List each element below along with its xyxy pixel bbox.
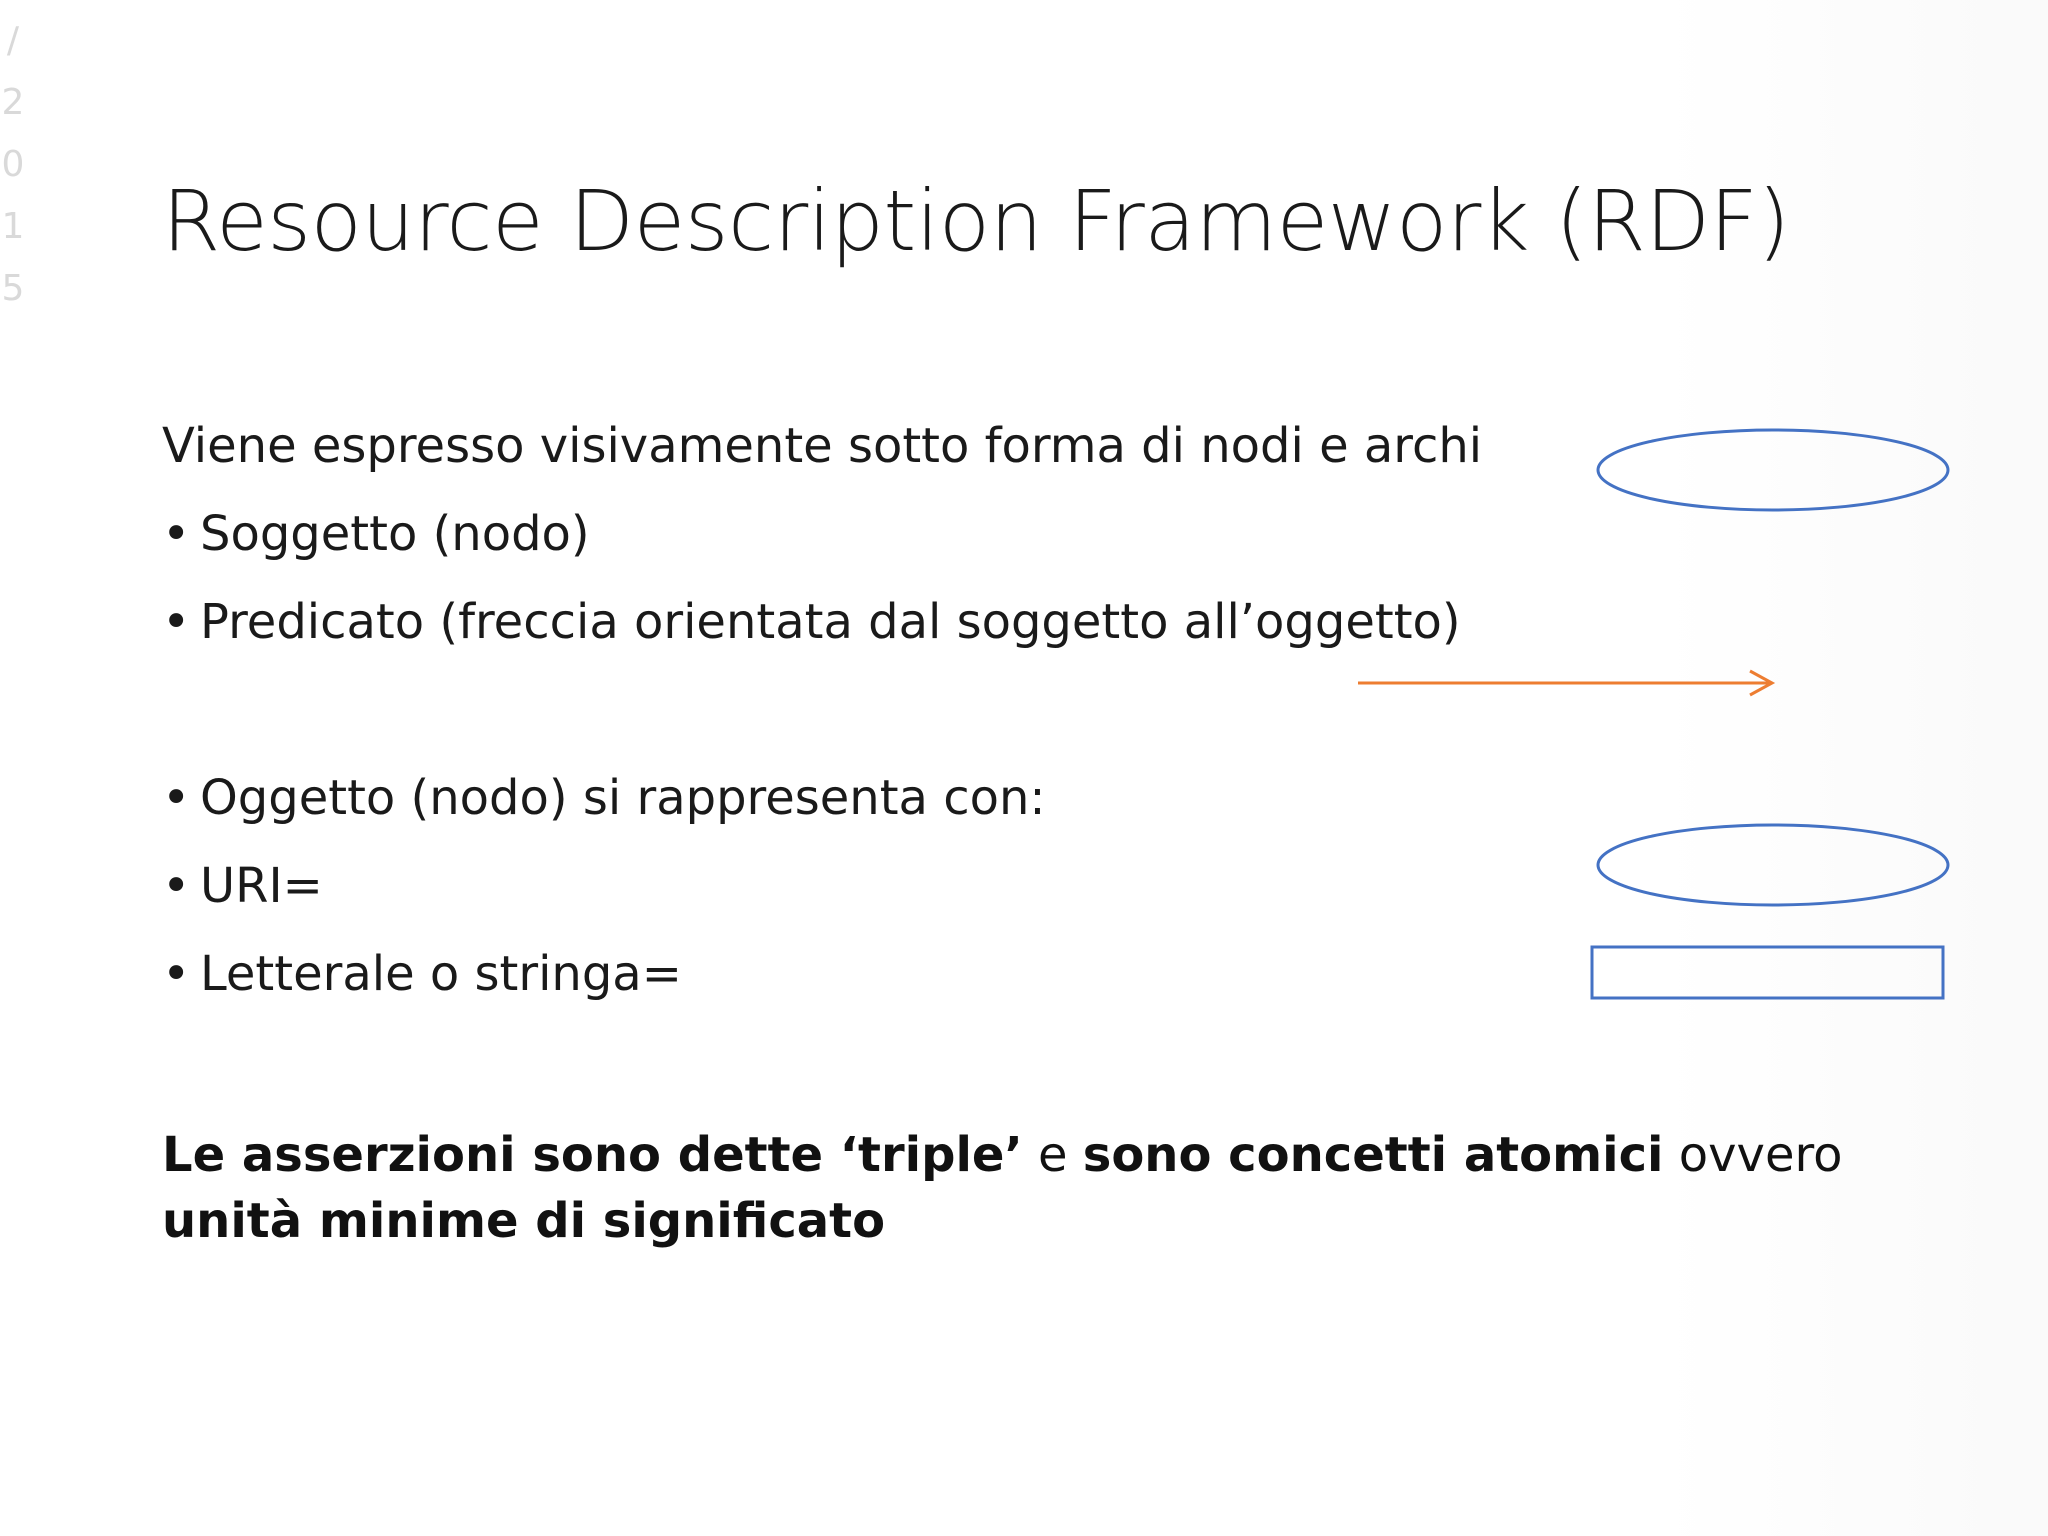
vertical-date-char: 2 <box>1 82 25 123</box>
conclusion-normal-1: e <box>1022 1127 1083 1183</box>
bullet-dot: • <box>162 858 191 914</box>
conclusion-bold-3: unità minime di significato <box>162 1193 886 1249</box>
bullet-text: Letterale o stringa= <box>200 946 682 1002</box>
vertical-date-label: / 2 0 1 5 <box>0 10 26 320</box>
bullet-item-uri: •URI= <box>162 858 323 914</box>
bullet-text: URI= <box>200 858 323 914</box>
predicate-arrow-head <box>1749 669 1776 697</box>
subject-node-ellipse <box>1596 428 1950 512</box>
vertical-date-char: 0 <box>1 144 25 185</box>
bullet-dot: • <box>162 594 191 650</box>
bullet-text: Soggetto (nodo) <box>200 506 590 562</box>
bullet-dot: • <box>162 506 191 562</box>
bullet-dot: • <box>162 946 191 1002</box>
bullet-text: Oggetto (nodo) si rappresenta con: <box>200 770 1046 826</box>
vertical-date-char: 1 <box>1 206 25 247</box>
literal-node-rectangle <box>1590 945 1945 1000</box>
bullet-item-predicate: •Predicato (freccia orientata dal sogget… <box>162 594 1461 650</box>
vertical-date-char: 5 <box>1 268 25 309</box>
bullet-text: Predicato (freccia orientata dal soggett… <box>200 594 1461 650</box>
bullet-item-object: •Oggetto (nodo) si rappresenta con: <box>162 770 1046 826</box>
bullet-item-subject: •Soggetto (nodo) <box>162 506 590 562</box>
uri-node-ellipse <box>1596 823 1950 907</box>
slide-title: Resource Description Framework (RDF) <box>162 172 1790 270</box>
intro-text: Viene espresso visivamente sotto forma d… <box>162 418 1483 474</box>
bullet-dot: • <box>162 770 191 826</box>
conclusion-text: Le asserzioni sono dette ‘triple’ e sono… <box>162 1122 1942 1254</box>
conclusion-bold-1: Le asserzioni sono dette ‘triple’ <box>162 1127 1023 1183</box>
conclusion-normal-2: ovvero <box>1663 1127 1843 1183</box>
bullet-item-literal: •Letterale o stringa= <box>162 946 682 1002</box>
vertical-date-char: / <box>6 20 20 61</box>
right-background-shade <box>1660 0 2048 1536</box>
conclusion-bold-2: sono concetti atomici <box>1082 1127 1664 1183</box>
